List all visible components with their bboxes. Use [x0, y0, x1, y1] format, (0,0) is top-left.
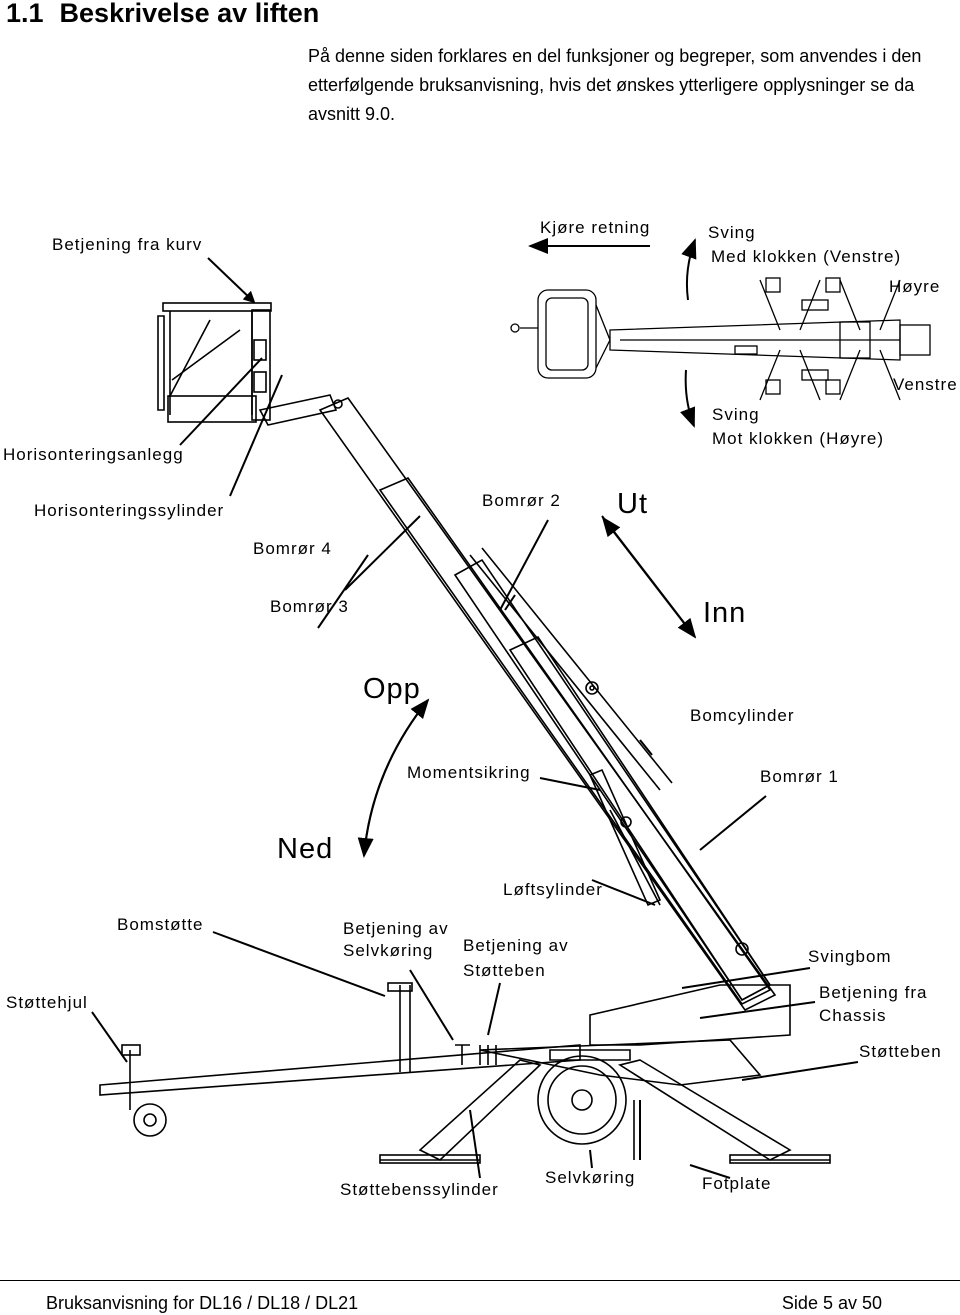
label-bomror-3: Bomrør 3 [270, 597, 349, 616]
label-betjening-av-stotteben-1: Betjening av [463, 936, 569, 955]
label-stottebenssylinder: Støttebenssylinder [340, 1180, 499, 1199]
intro-paragraph: På denne siden forklares en del funksjon… [308, 46, 922, 124]
basket [157, 302, 272, 423]
label-opp: Opp [363, 673, 421, 705]
label-momentsikring: Momentsikring [407, 763, 531, 782]
top-view-chassis [510, 277, 931, 401]
label-bomstotte: Bomstøtte [117, 915, 203, 934]
label-betjening-av-selvkoring-1: Betjening av [343, 919, 449, 938]
diagram-labels: Betjening fra kurv Kjøre retning Sving M… [3, 218, 958, 1199]
section-title: Beskrivelse av liften [59, 0, 320, 28]
label-betjening-fra-chassis-2: Chassis [819, 1006, 886, 1025]
label-betjening-fra-kurv: Betjening fra kurv [52, 235, 202, 254]
label-bomror-1: Bomrør 1 [760, 767, 839, 786]
label-bomcylinder: Bomcylinder [690, 706, 795, 725]
label-mot-klokken: Mot klokken (Høyre) [712, 429, 884, 448]
label-betjening-av-selvkoring-2: Selvkøring [343, 941, 433, 960]
label-horisonteringsanlegg: Horisonteringsanlegg [3, 445, 184, 464]
label-venstre: Venstre [893, 375, 958, 394]
label-bomror-2: Bomrør 2 [482, 491, 561, 510]
footer-page-number: Side 5 av 50 [781, 1293, 882, 1313]
leader-lines [91, 257, 859, 1179]
label-bomror-4: Bomrør 4 [253, 539, 332, 558]
page-footer: Bruksanvisning for DL16 / DL18 / DL21 Si… [0, 1280, 960, 1315]
label-ned: Ned [277, 833, 333, 865]
label-sving-bottom: Sving [712, 405, 760, 424]
label-fotplate: Fotplate [702, 1174, 771, 1193]
label-stotteben: Støtteben [859, 1042, 942, 1061]
movement-arrows [357, 238, 697, 858]
label-kjore-retning: Kjøre retning [540, 218, 650, 237]
label-med-klokken: Med klokken (Venstre) [711, 247, 901, 266]
chassis [99, 942, 831, 1164]
label-betjening-av-stotteben-2: Støtteben [463, 961, 546, 980]
label-hoyre: Høyre [889, 277, 940, 296]
boom [258, 394, 777, 1012]
label-stottehjul: Støttehjul [6, 993, 88, 1012]
lift-diagram: Betjening fra kurv Kjøre retning Sving M… [3, 218, 958, 1199]
label-loftsylinder: Løftsylinder [503, 880, 603, 899]
label-horisonteringssylinder: Horisonteringssylinder [34, 501, 224, 520]
label-sving-top: Sving [708, 223, 756, 242]
label-svingbom: Svingbom [808, 947, 892, 966]
label-inn: Inn [703, 597, 746, 629]
section-heading: 1.1 Beskrivelse av liften [6, 0, 319, 29]
label-selvkoring: Selvkøring [545, 1168, 635, 1187]
label-betjening-fra-chassis-1: Betjening fra [819, 983, 927, 1002]
footer-manual-title: Bruksanvisning for DL16 / DL18 / DL21 [46, 1293, 359, 1313]
label-ut: Ut [617, 488, 648, 520]
section-number: 1.1 [6, 0, 44, 28]
